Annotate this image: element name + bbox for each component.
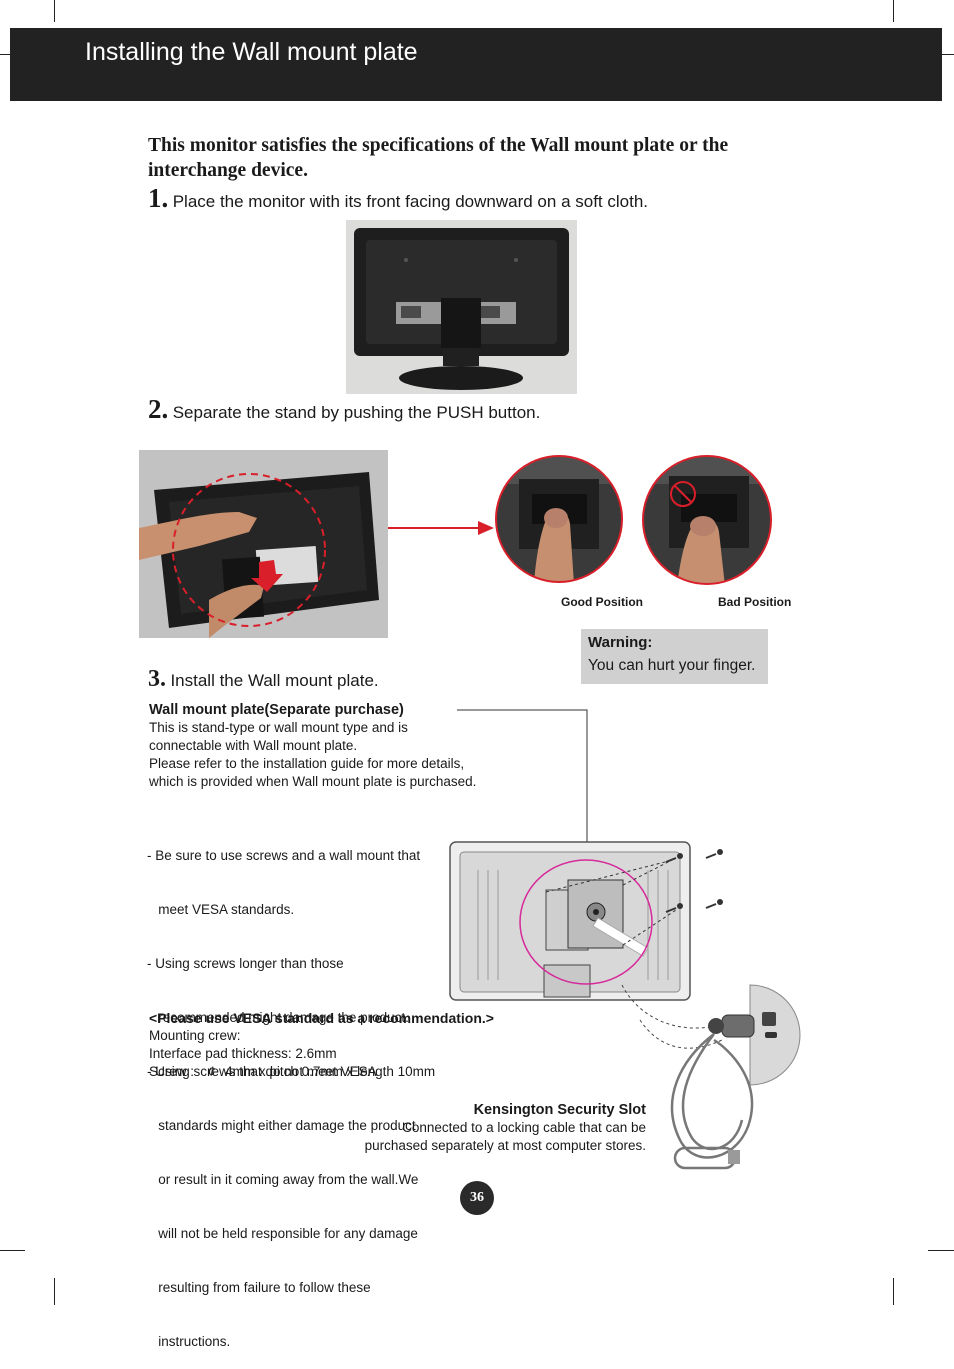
intro-text: This monitor satisfies the specification… [148,135,729,181]
step-2: 2. Separate the stand by pushing the PUS… [148,394,540,425]
good-position-label: Good Position [561,595,643,609]
monitor-back-photo [346,220,577,394]
text-line: purchased separately at most computer st… [364,1138,646,1153]
crop-mark [0,1250,25,1251]
step-text: Place the monitor with its front facing … [172,192,648,211]
caution-line: - Using screws longer than those [147,956,344,971]
caution-line: instructions. [147,1334,231,1349]
bad-position-label: Bad Position [718,595,792,609]
kensington-lock-illustration [621,984,801,1170]
vesa-details: Mounting crew: Interface pad thickness: … [149,1027,435,1081]
kensington-text: Kensington Security Slot Connected to a … [300,1101,646,1155]
warning-text: You can hurt your finger. [588,657,756,674]
step-number: 1. [148,183,169,213]
screw-spec-line: Screw : ¢ 4mm x pitch 0.7mm x length 10m… [149,1063,435,1081]
text-line: which is provided when Wall mount plate … [149,774,477,789]
step-number: 3. [148,666,166,692]
step-3: 3. Install the Wall mount plate. [148,666,379,693]
text-line: This is stand-type or wall mount type an… [149,720,408,735]
bad-position-photo [642,455,772,585]
red-arrow-icon [388,521,494,535]
step-1: 1. Place the monitor with its front faci… [148,183,648,214]
text-line: Interface pad thickness: 2.6mm [149,1046,337,1061]
text-line: connectable with Wall mount plate. [149,738,358,753]
warning-box: Warning: You can hurt your finger. [581,629,768,684]
step-text: Install the Wall mount plate. [170,671,379,690]
crop-mark [54,0,55,22]
page-number: 36 [460,1181,494,1215]
crop-mark [893,1278,894,1305]
step-number: 2. [148,394,169,424]
caution-line: - Using screws that do not meet VESA [147,1064,377,1079]
screw-label: Screw : [149,1064,195,1079]
push-button-photo [139,450,388,638]
wall-mount-description: This is stand-type or wall mount type an… [149,719,476,791]
screw-diameter-symbol: ¢ [207,1064,216,1079]
caution-line: recommended might damage the product. [147,1010,409,1025]
caution-line: will not be held responsible for any dam… [147,1226,418,1241]
crop-mark [928,1250,954,1251]
caution-line: - Be sure to use screws and a wall mount… [147,848,421,863]
warning-title: Warning: [588,634,653,651]
text-line: Please refer to the installation guide f… [149,756,465,771]
header-bar [10,28,942,101]
screw-icon [665,849,723,913]
caution-line: resulting from failure to follow these [147,1280,371,1295]
leader-line [457,709,588,885]
crop-mark [54,1278,55,1305]
text-line: Mounting crew: [149,1028,241,1043]
caution-line: meet VESA standards. [147,902,295,917]
caution-line: or result in it coming away from the wal… [147,1172,419,1187]
good-position-photo [495,455,623,583]
step-text: Separate the stand by pushing the PUSH b… [172,403,541,422]
text-line: Connected to a locking cable that can be [402,1120,646,1135]
caution-line: standards might either damage the produc… [147,1118,416,1133]
crop-mark [893,0,894,22]
kensington-title: Kensington Security Slot [473,1102,646,1118]
vesa-title: <Please use VESA standard as a recommend… [149,1010,494,1026]
page-title: Installing the Wall mount plate [85,38,418,66]
wall-mount-title: Wall mount plate(Separate purchase) [149,702,404,718]
prohibited-icon [670,481,696,507]
wall-mount-illustration [449,841,723,1001]
lock-icon [762,1012,776,1026]
screw-spec: 4mm x pitch 0.7mm x length 10mm [225,1064,436,1079]
wall-mount-cautions: - Be sure to use screws and a wall mount… [147,811,420,1369]
